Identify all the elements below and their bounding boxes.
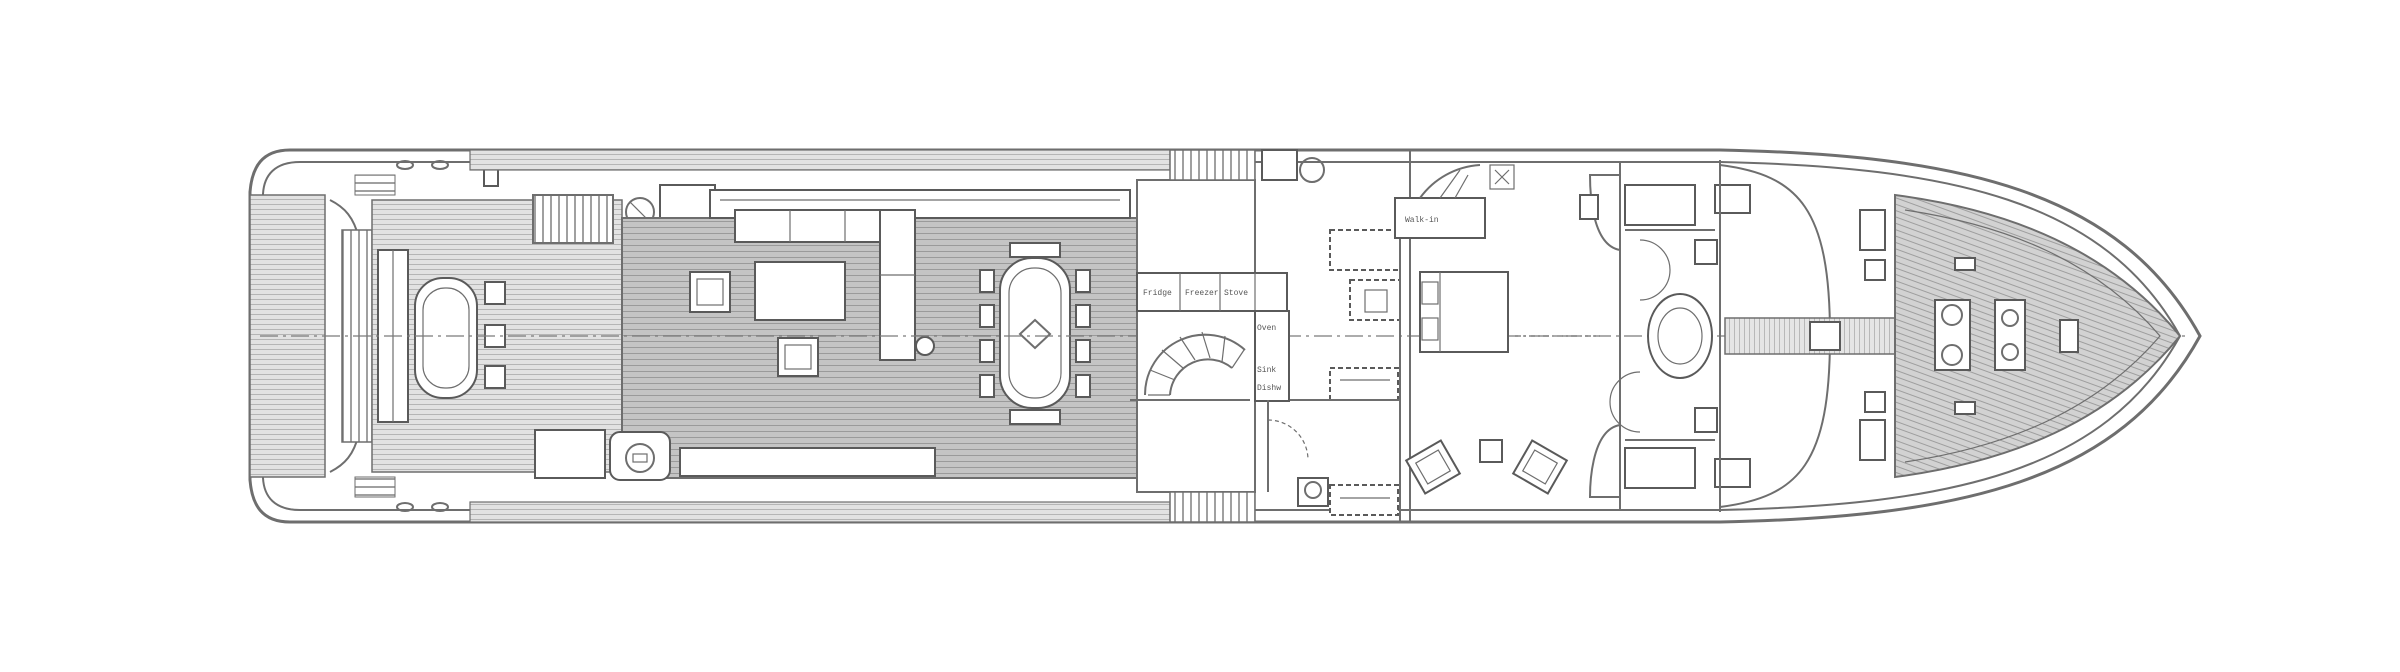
mid-side-stairs: [1169, 149, 1329, 523]
galley-label-4: Oven: [1257, 324, 1276, 333]
hull-outline: [248, 148, 2202, 524]
galley-label-6: Dishw: [1257, 384, 1281, 393]
forward-cabin: [1579, 160, 1751, 512]
galley-label-3: Stove: [1224, 289, 1248, 298]
foredeck: [1719, 164, 2182, 508]
master-cabin: Walk-in: [1394, 150, 1600, 522]
main-salon: [534, 189, 1138, 481]
side-walkways: [469, 149, 1171, 523]
galley: Fridge Freezer Stove Oven Sink Dishw: [1130, 179, 1309, 493]
aft-deck: [354, 160, 623, 512]
galley-label-2: Freezer: [1185, 289, 1219, 298]
galley-label-1: Fridge: [1143, 289, 1172, 298]
pantry-area: [1290, 220, 1401, 522]
cabin-label-1: Walk-in: [1405, 216, 1439, 225]
galley-label-5: Sink: [1257, 366, 1276, 375]
